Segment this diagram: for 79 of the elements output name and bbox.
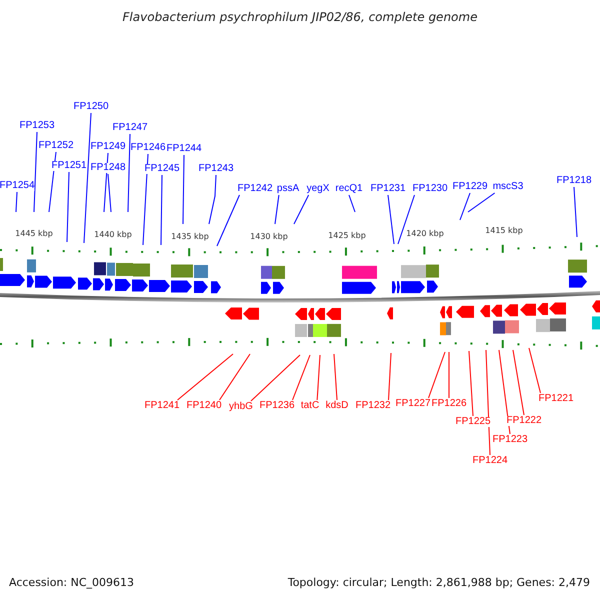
leader-line <box>208 174 216 224</box>
gene-label: FP1240 <box>186 401 222 411</box>
gene-label: FP1218 <box>556 176 592 186</box>
leader-line <box>66 172 70 242</box>
leader-line <box>34 132 38 212</box>
gene-label: FP1232 <box>355 401 391 411</box>
leader-line <box>292 354 310 400</box>
gene-label: yegX <box>306 184 330 194</box>
gene-label: FP1229 <box>452 182 488 192</box>
footer-text: Accession: NC_009613 <box>9 577 134 588</box>
gene-label: FP1241 <box>144 401 180 411</box>
scale-label: 1430 kbp <box>250 233 288 241</box>
leader-line <box>528 348 541 394</box>
leader-line <box>216 194 240 246</box>
gene-label: FP1222 <box>506 416 542 426</box>
leader-line <box>142 154 148 246</box>
leader-line <box>128 134 130 212</box>
leader-line <box>512 350 524 416</box>
gene-label: FP1245 <box>144 164 180 174</box>
leader-line <box>348 194 356 212</box>
gene-label: FP1247 <box>112 123 148 133</box>
gene-label: FP1248 <box>90 163 126 173</box>
leader-line <box>316 354 320 400</box>
leader-line <box>16 192 18 212</box>
scale-label: 1415 kbp <box>485 227 523 235</box>
leader-line <box>84 112 92 244</box>
gene-label: FP1224 <box>472 456 508 466</box>
scale-label: 1435 kbp <box>171 233 209 241</box>
leader-line <box>486 350 490 456</box>
gene-label: FP1236 <box>259 401 295 411</box>
gene-label: FP1242 <box>237 184 273 194</box>
leader-line <box>219 354 250 400</box>
leader-line <box>428 352 446 398</box>
gene-label: yhbG <box>229 402 253 412</box>
scale-label: 1420 kbp <box>406 230 444 238</box>
leader-line <box>160 174 162 246</box>
gene-label: FP1243 <box>198 164 234 174</box>
gene-label: FP1252 <box>38 141 74 151</box>
gene-label: FP1227 <box>395 399 431 409</box>
gene-label: kdsD <box>326 401 348 411</box>
leader-line <box>448 352 450 398</box>
leader-line <box>108 174 112 212</box>
leader-line <box>274 194 280 224</box>
scale-label: 1440 kbp <box>94 231 132 239</box>
gene-label: FP1249 <box>90 142 126 152</box>
leader-line <box>468 192 496 212</box>
gene-label: FP1251 <box>51 161 87 171</box>
gene-label: FP1226 <box>431 399 467 409</box>
leader-line <box>177 354 234 400</box>
leader-line <box>388 194 394 244</box>
leader-line <box>250 354 300 402</box>
gene-label: FP1244 <box>166 144 202 154</box>
gene-label: tatC <box>300 401 320 411</box>
leader-line <box>460 192 470 220</box>
gene-label: FP1254 <box>0 181 35 191</box>
leader-line <box>468 350 474 416</box>
scale-label: 1425 kbp <box>328 232 366 240</box>
gene-label: pssA <box>276 184 300 194</box>
gene-label: FP1225 <box>455 417 491 427</box>
gene-label: FP1221 <box>538 394 574 404</box>
gene-label: FP1253 <box>19 121 55 131</box>
gene-label: FP1223 <box>492 435 528 445</box>
leader-line <box>388 352 392 400</box>
footer-text: Topology: circular; Length: 2,861,988 bp; Genes: 2,479 <box>288 577 590 588</box>
leader-line <box>294 194 310 224</box>
leader-line <box>398 194 415 244</box>
leader-line <box>334 354 338 400</box>
gene-label: recQ1 <box>335 184 363 194</box>
gene-label: FP1231 <box>370 184 406 194</box>
gene-label: mscS3 <box>492 182 524 192</box>
leader-line <box>182 154 184 224</box>
leader-line <box>574 186 578 238</box>
leader-line <box>498 350 510 434</box>
leader-line <box>48 152 56 212</box>
gene-label: FP1250 <box>73 102 109 112</box>
diagram-title: Flavobacterium psychrophilum JIP02/86, complete genome <box>122 11 478 23</box>
scale-label: 1445 kbp <box>15 230 53 238</box>
gene-label: FP1246 <box>130 143 166 153</box>
gene-label: FP1230 <box>412 184 448 194</box>
